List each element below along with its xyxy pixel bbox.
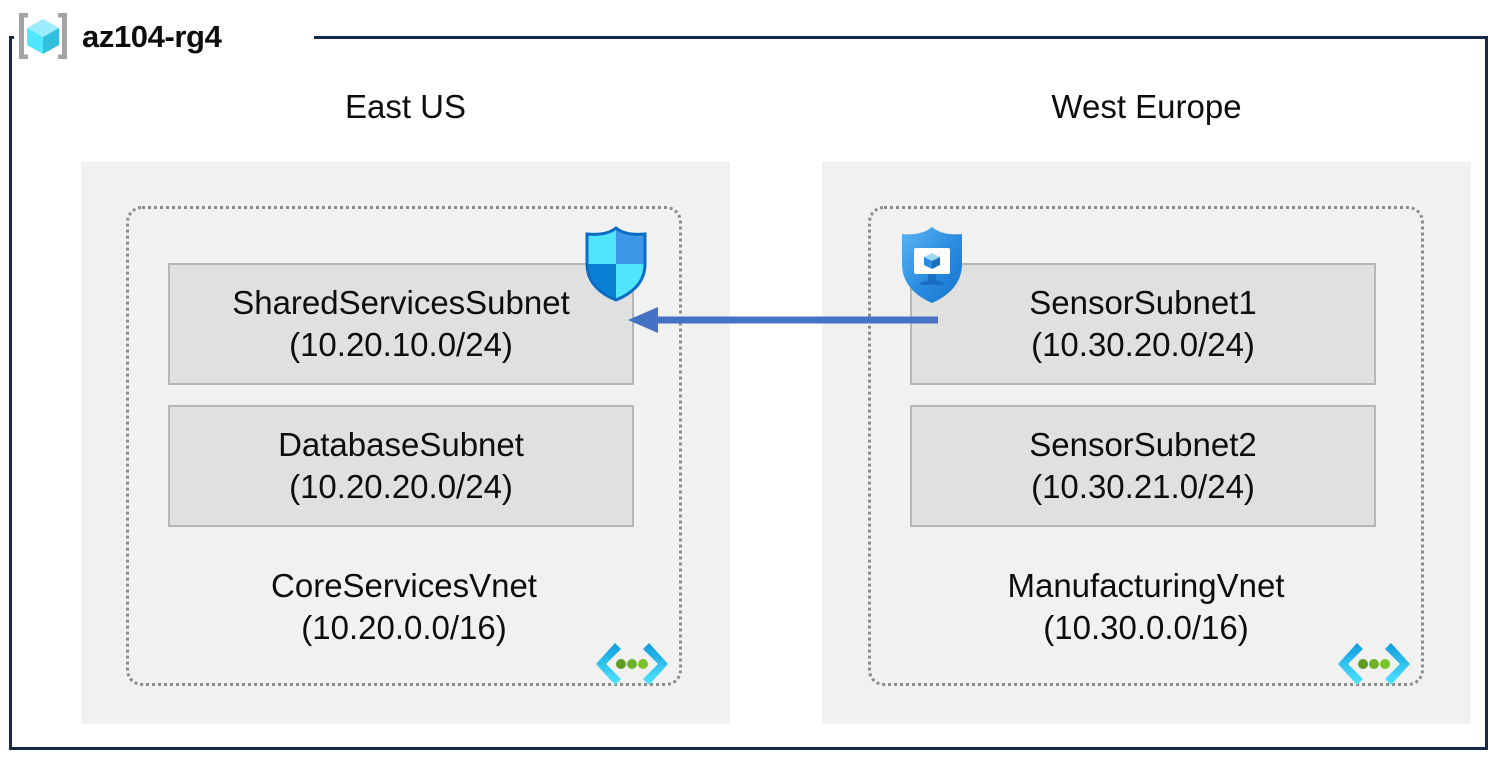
subnet-cidr: (10.20.10.0/24) [289, 326, 513, 363]
vnet-core-services: SharedServicesSubnet (10.20.10.0/24) Dat… [126, 206, 682, 686]
subnet-cidr: (10.30.21.0/24) [1031, 468, 1255, 505]
virtual-network-icon [595, 641, 669, 687]
subnet-name: SharedServicesSubnet [232, 283, 570, 321]
subnet-database: DatabaseSubnet (10.20.20.0/24) [168, 405, 634, 527]
vnet-cidr: (10.30.0.0/16) [1043, 609, 1249, 647]
region-label-east-us: East US [344, 88, 467, 125]
vnet-label-core-services: CoreServicesVnet (10.20.0.0/16) [129, 565, 679, 649]
resource-group-header: az104-rg4 [14, 8, 222, 64]
subnet-cidr: (10.20.20.0/24) [289, 468, 513, 505]
subnet-name: SensorSubnet2 [1029, 425, 1257, 463]
vnet-name: CoreServicesVnet [271, 567, 537, 604]
vnet-cidr: (10.20.0.0/16) [301, 609, 507, 647]
subnet-shared-services: SharedServicesSubnet (10.20.10.0/24) [168, 263, 634, 385]
resource-group-cube-icon [14, 10, 72, 62]
vnet-name: ManufacturingVnet [1007, 567, 1285, 604]
region-label-west-europe: West Europe [1051, 88, 1242, 125]
subnet-cidr: (10.30.20.0/24) [1031, 326, 1255, 363]
subnet-sensor-1: SensorSubnet1 (10.30.20.0/24) [910, 263, 1376, 385]
subnet-name: SensorSubnet1 [1029, 283, 1257, 321]
network-security-group-icon [583, 226, 649, 302]
resource-group-name: az104-rg4 [82, 18, 222, 54]
vnet-manufacturing: SensorSubnet1 (10.30.20.0/24) SensorSubn… [868, 206, 1424, 686]
application-security-group-icon [897, 224, 967, 306]
resource-group-title-mask [14, 27, 314, 47]
subnet-sensor-2: SensorSubnet2 (10.30.21.0/24) [910, 405, 1376, 527]
subnet-name: DatabaseSubnet [278, 425, 524, 463]
resource-group-frame [9, 36, 1488, 750]
vnet-label-manufacturing: ManufacturingVnet (10.30.0.0/16) [871, 565, 1421, 649]
virtual-network-icon [1337, 641, 1411, 687]
vnet-peering-arrow [618, 300, 938, 340]
